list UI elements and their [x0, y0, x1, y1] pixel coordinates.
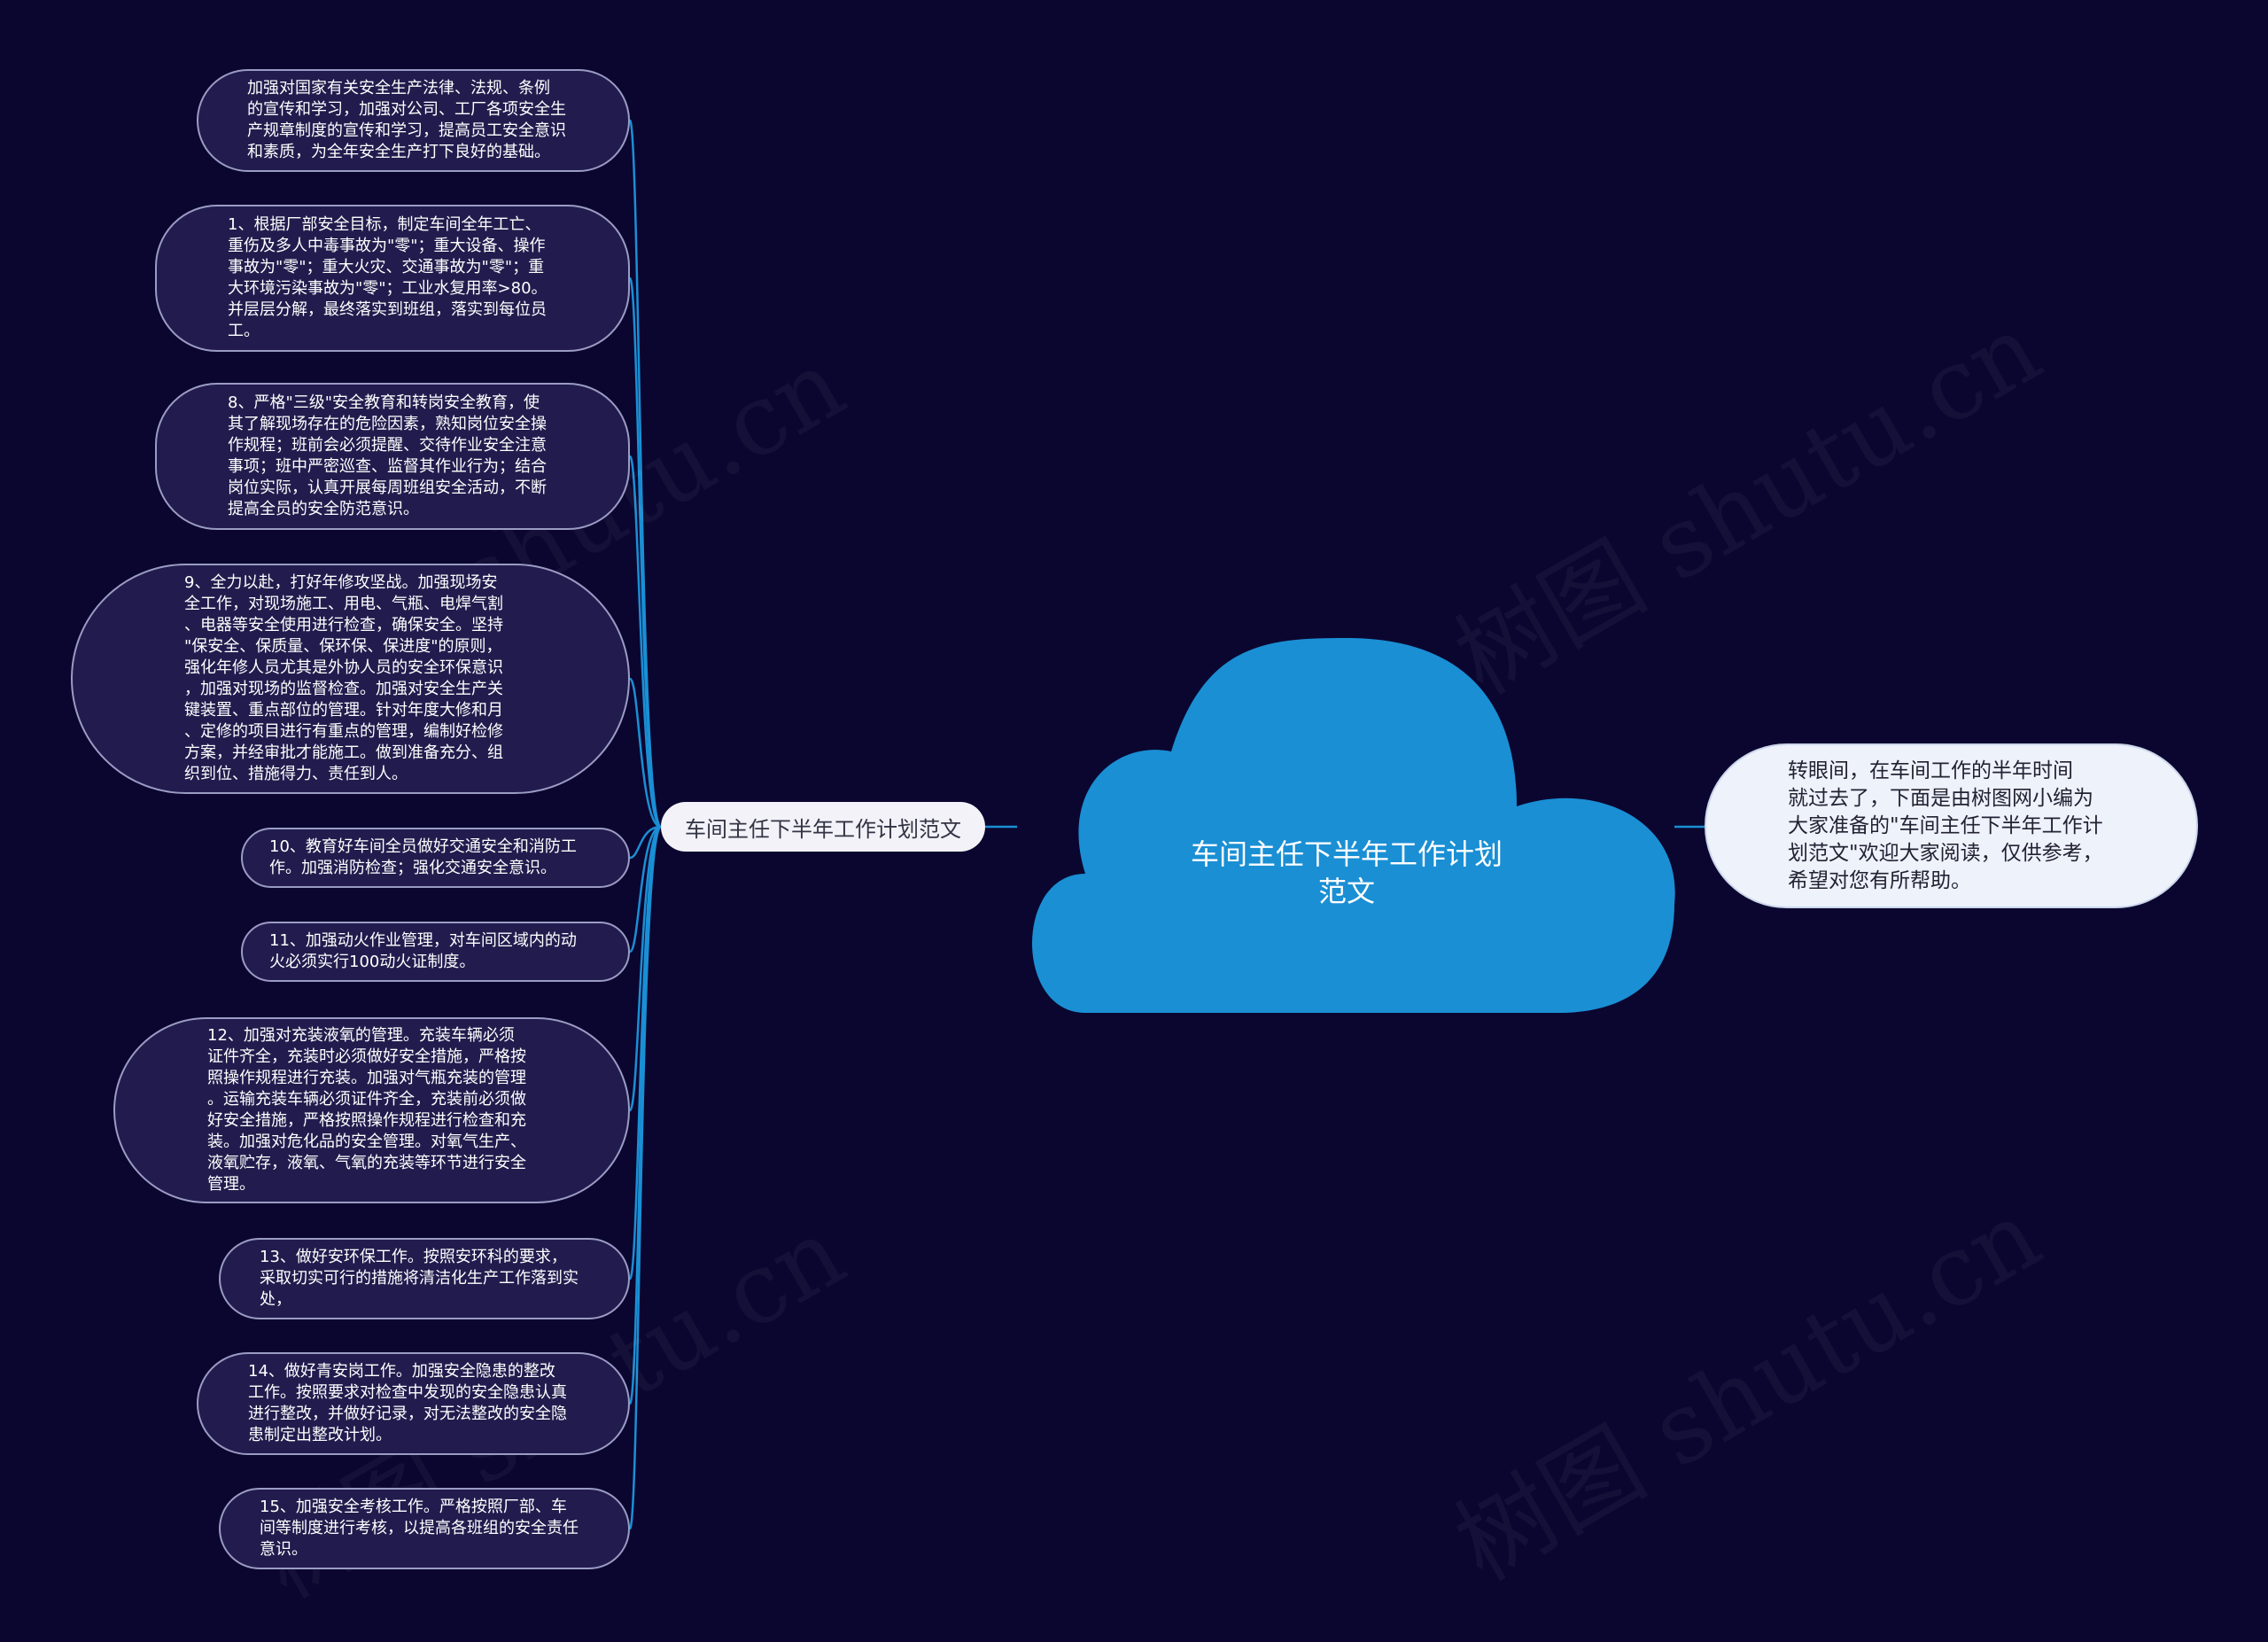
leaf-topic[interactable]: 9、全力以赴，打好年修攻坚战。加强现场安 全工作，对现场施工、用电、气瓶、电焊气…: [71, 564, 630, 794]
connector-lines: [628, 119, 1705, 1530]
leaf-text: 12、加强对充装液氧的管理。充装车辆必须 证件齐全，充装时必须做好安全措施，严格…: [207, 1026, 526, 1194]
leaf-text: 10、教育好车间全员做好交通安全和消防工 作。加强消防检查；强化交通安全意识。: [269, 837, 577, 877]
leaf-topic[interactable]: 15、加强安全考核工作。严格按照厂部、车 间等制度进行考核，以提高各班组的安全责…: [219, 1488, 630, 1569]
leaf-topic[interactable]: 1、根据厂部安全目标，制定车间全年工亡、 重伤及多人中毒事故为"零"；重大设备、…: [155, 205, 630, 352]
leaf-text: 1、根据厂部安全目标，制定车间全年工亡、 重伤及多人中毒事故为"零"；重大设备、…: [228, 215, 548, 340]
leaf-connector: [628, 276, 663, 829]
leaf-topic[interactable]: 加强对国家有关安全生产法律、法规、条例 的宣传和学习，加强对公司、工厂各项安全生…: [197, 69, 630, 172]
leaf-text: 8、严格"三级"安全教育和转岗安全教育，使 其了解现场存在的危险因素，熟知岗位安…: [228, 393, 547, 518]
leaf-connector: [628, 825, 662, 953]
leaf-topic[interactable]: 8、严格"三级"安全教育和转岗安全教育，使 其了解现场存在的危险因素，熟知岗位安…: [155, 383, 630, 530]
leaf-text: 加强对国家有关安全生产法律、法规、条例 的宣传和学习，加强对公司、工厂各项安全生…: [247, 79, 566, 161]
branch-topic[interactable]: 车间主任下半年工作计划范文: [661, 802, 985, 852]
leaf-text: 11、加强动火作业管理，对车间区域内的动 火必须实行100动火证制度。: [269, 931, 577, 971]
leaf-topic[interactable]: 12、加强对充装液氧的管理。充装车辆必须 证件齐全，充装时必须做好安全措施，严格…: [113, 1017, 630, 1203]
leaf-topic[interactable]: 10、教育好车间全员做好交通安全和消防工 作。加强消防检查；强化交通安全意识。: [241, 828, 630, 888]
leaf-text: 9、全力以赴，打好年修攻坚战。加强现场安 全工作，对现场施工、用电、气瓶、电焊气…: [184, 573, 503, 783]
leaf-connector: [628, 825, 663, 1530]
root-cloud-shape[interactable]: [1032, 638, 1675, 1013]
leaf-topic[interactable]: 11、加强动火作业管理，对车间区域内的动 火必须实行100动火证制度。: [241, 922, 630, 982]
leaf-text: 15、加强安全考核工作。严格按照厂部、车 间等制度进行考核，以提高各班组的安全责…: [260, 1498, 579, 1559]
root-topic-title[interactable]: 车间主任下半年工作计划 范文: [1190, 837, 1503, 908]
leaf-text: 13、做好安环保工作。按照安环科的要求， 采取切实可行的措施将清洁化生产工作落到…: [260, 1248, 579, 1309]
leaf-text: 14、做好青安岗工作。加强安全隐患的整改 工作。按照要求对检查中发现的安全隐患认…: [248, 1362, 567, 1444]
leaf-connector: [628, 825, 662, 1112]
leaf-connector: [628, 677, 662, 829]
leaf-connector: [629, 825, 662, 860]
leaf-connector: [628, 455, 663, 829]
leaf-topic[interactable]: 13、做好安环保工作。按照安环科的要求， 采取切实可行的措施将清洁化生产工作落到…: [219, 1238, 630, 1319]
intro-topic[interactable]: 转眼间，在车间工作的半年时间 就过去了，下面是由树图网小编为 大家准备的"车间主…: [1705, 743, 2198, 908]
leaf-topic[interactable]: 14、做好青安岗工作。加强安全隐患的整改 工作。按照要求对检查中发现的安全隐患认…: [197, 1352, 630, 1455]
